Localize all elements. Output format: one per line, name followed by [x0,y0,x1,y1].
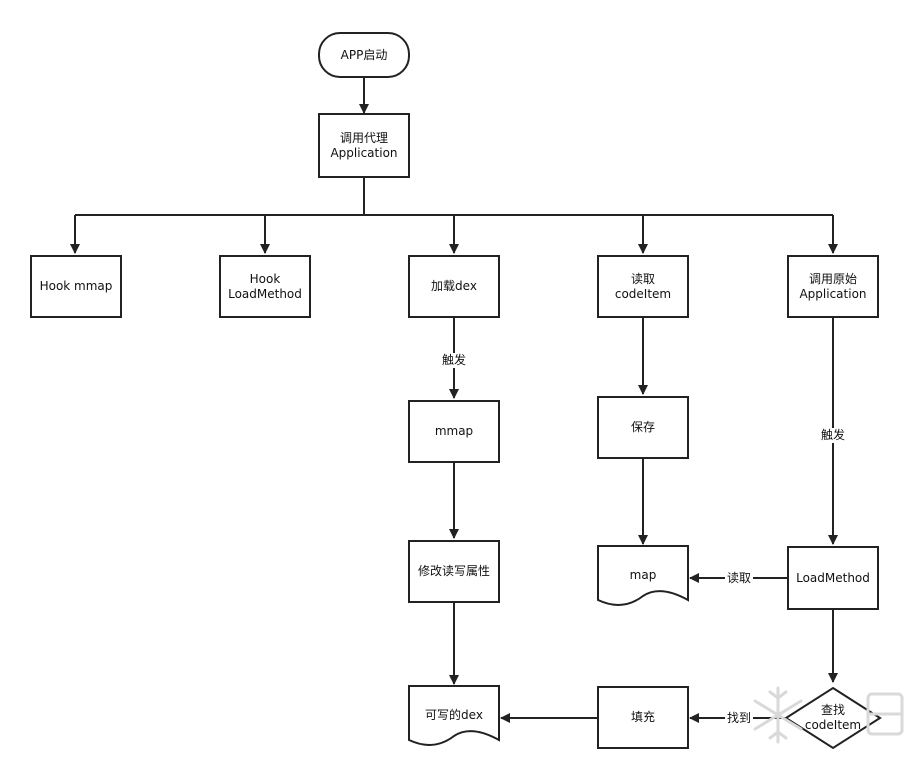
process-fill: 填充 [597,686,689,749]
decision-find-codeitem-label: 查找 codeItem [804,703,862,732]
edge-label-trigger-left: 触发 [440,353,469,368]
snowflake-icon [753,686,904,744]
doc-writable-dex-label: 可写的dex [425,708,483,722]
process-save: 保存 [597,396,689,459]
edge-label-trigger-right: 触发 [819,428,848,443]
process-read-codeitem: 读取 codeItem [597,255,689,318]
process-mmap: mmap [408,400,500,463]
process-loadmethod: LoadMethod [787,546,879,610]
edge-label-found: 找到 [725,711,754,726]
doc-shape-writable-dex [408,685,500,746]
doc-map-label: map [629,568,657,582]
process-proxy-application: 调用代理 Application [318,113,410,178]
start-node-app-start: APP启动 [318,32,410,78]
edge-label-read: 读取 [725,571,754,586]
process-hook-mmap: Hook mmap [30,255,122,318]
process-hook-loadmethod: Hook LoadMethod [219,255,311,318]
doc-shape-map [597,545,689,606]
process-modify-rw-attr: 修改读写属性 [408,540,500,603]
diamond-shape-find-codeitem [784,686,882,750]
process-call-original-application: 调用原始 Application [787,255,879,318]
process-load-dex: 加载dex [408,255,500,318]
